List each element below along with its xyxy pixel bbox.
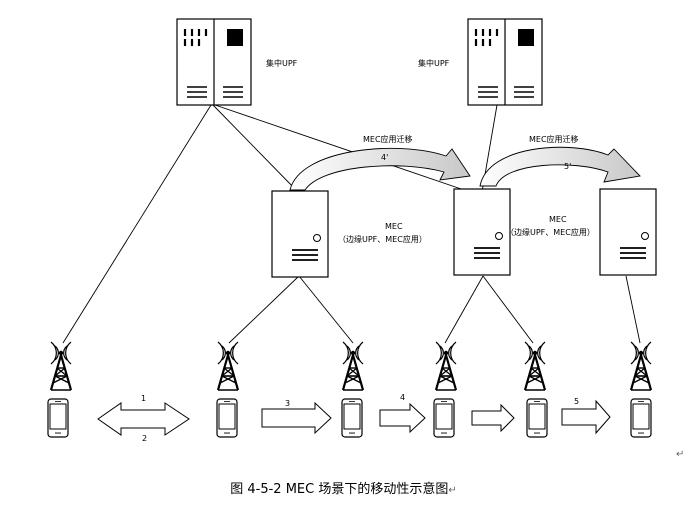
cell-tower-2 <box>216 340 240 392</box>
figure-caption: 图 4-5-2 MEC 场景下的移动性示意图↵ <box>0 478 687 497</box>
mec-label-2-title: MEC <box>549 215 567 224</box>
move-arrow-3 <box>261 401 332 435</box>
move-step-label-4: 4 <box>400 393 405 402</box>
mec-server-1 <box>271 190 329 278</box>
cell-tower-1 <box>49 340 73 392</box>
central-upf-server-1 <box>175 17 253 107</box>
connection-lines <box>62 104 641 344</box>
caption-paragraph-mark: ↵ <box>448 485 457 496</box>
phone-2 <box>216 398 238 438</box>
cell-tower-6 <box>629 340 653 392</box>
paragraph-mark: ↵ <box>676 449 685 460</box>
phone-3 <box>341 398 363 438</box>
move-arrow-5 <box>561 399 611 435</box>
migration-arrow-1 <box>289 147 471 191</box>
phone-4 <box>433 398 455 438</box>
move-arrow-4 <box>379 402 426 434</box>
migration-label-2: MEC应用迁移 <box>529 134 579 144</box>
move-step-label-3: 3 <box>285 399 290 408</box>
mec-label-2-detail: （边缘UPF、MEC应用） <box>506 227 595 237</box>
move-arrow-4b <box>471 403 515 433</box>
cell-tower-5 <box>523 340 547 392</box>
mec-server-2 <box>453 188 511 276</box>
central-upf-server-2 <box>466 17 544 107</box>
migration-label-1: MEC应用迁移 <box>363 134 413 144</box>
figure-caption-text: 图 4-5-2 MEC 场景下的移动性示意图 <box>230 482 449 497</box>
phone-1 <box>47 398 69 438</box>
migration-step-label-2: 5' <box>564 162 571 171</box>
migration-arrow-2 <box>479 146 641 187</box>
central-upf-label-1: 集中UPF <box>266 58 298 68</box>
mec-server-3 <box>599 188 657 276</box>
mec-label-1-detail: （边缘UPF、MEC应用） <box>338 234 427 244</box>
move-step-label-1: 1 <box>141 394 146 403</box>
move-step-label-5: 5 <box>574 397 579 406</box>
cell-tower-3 <box>341 340 365 392</box>
phone-6 <box>630 398 652 438</box>
cell-tower-4 <box>434 340 458 392</box>
phone-5 <box>526 398 548 438</box>
central-upf-label-2: 集中UPF <box>418 58 450 68</box>
mec-label-1-title: MEC <box>385 222 403 231</box>
double-arrow <box>97 402 190 436</box>
move-step-label-2: 2 <box>142 434 147 443</box>
migration-step-label-1: 4' <box>381 153 388 162</box>
